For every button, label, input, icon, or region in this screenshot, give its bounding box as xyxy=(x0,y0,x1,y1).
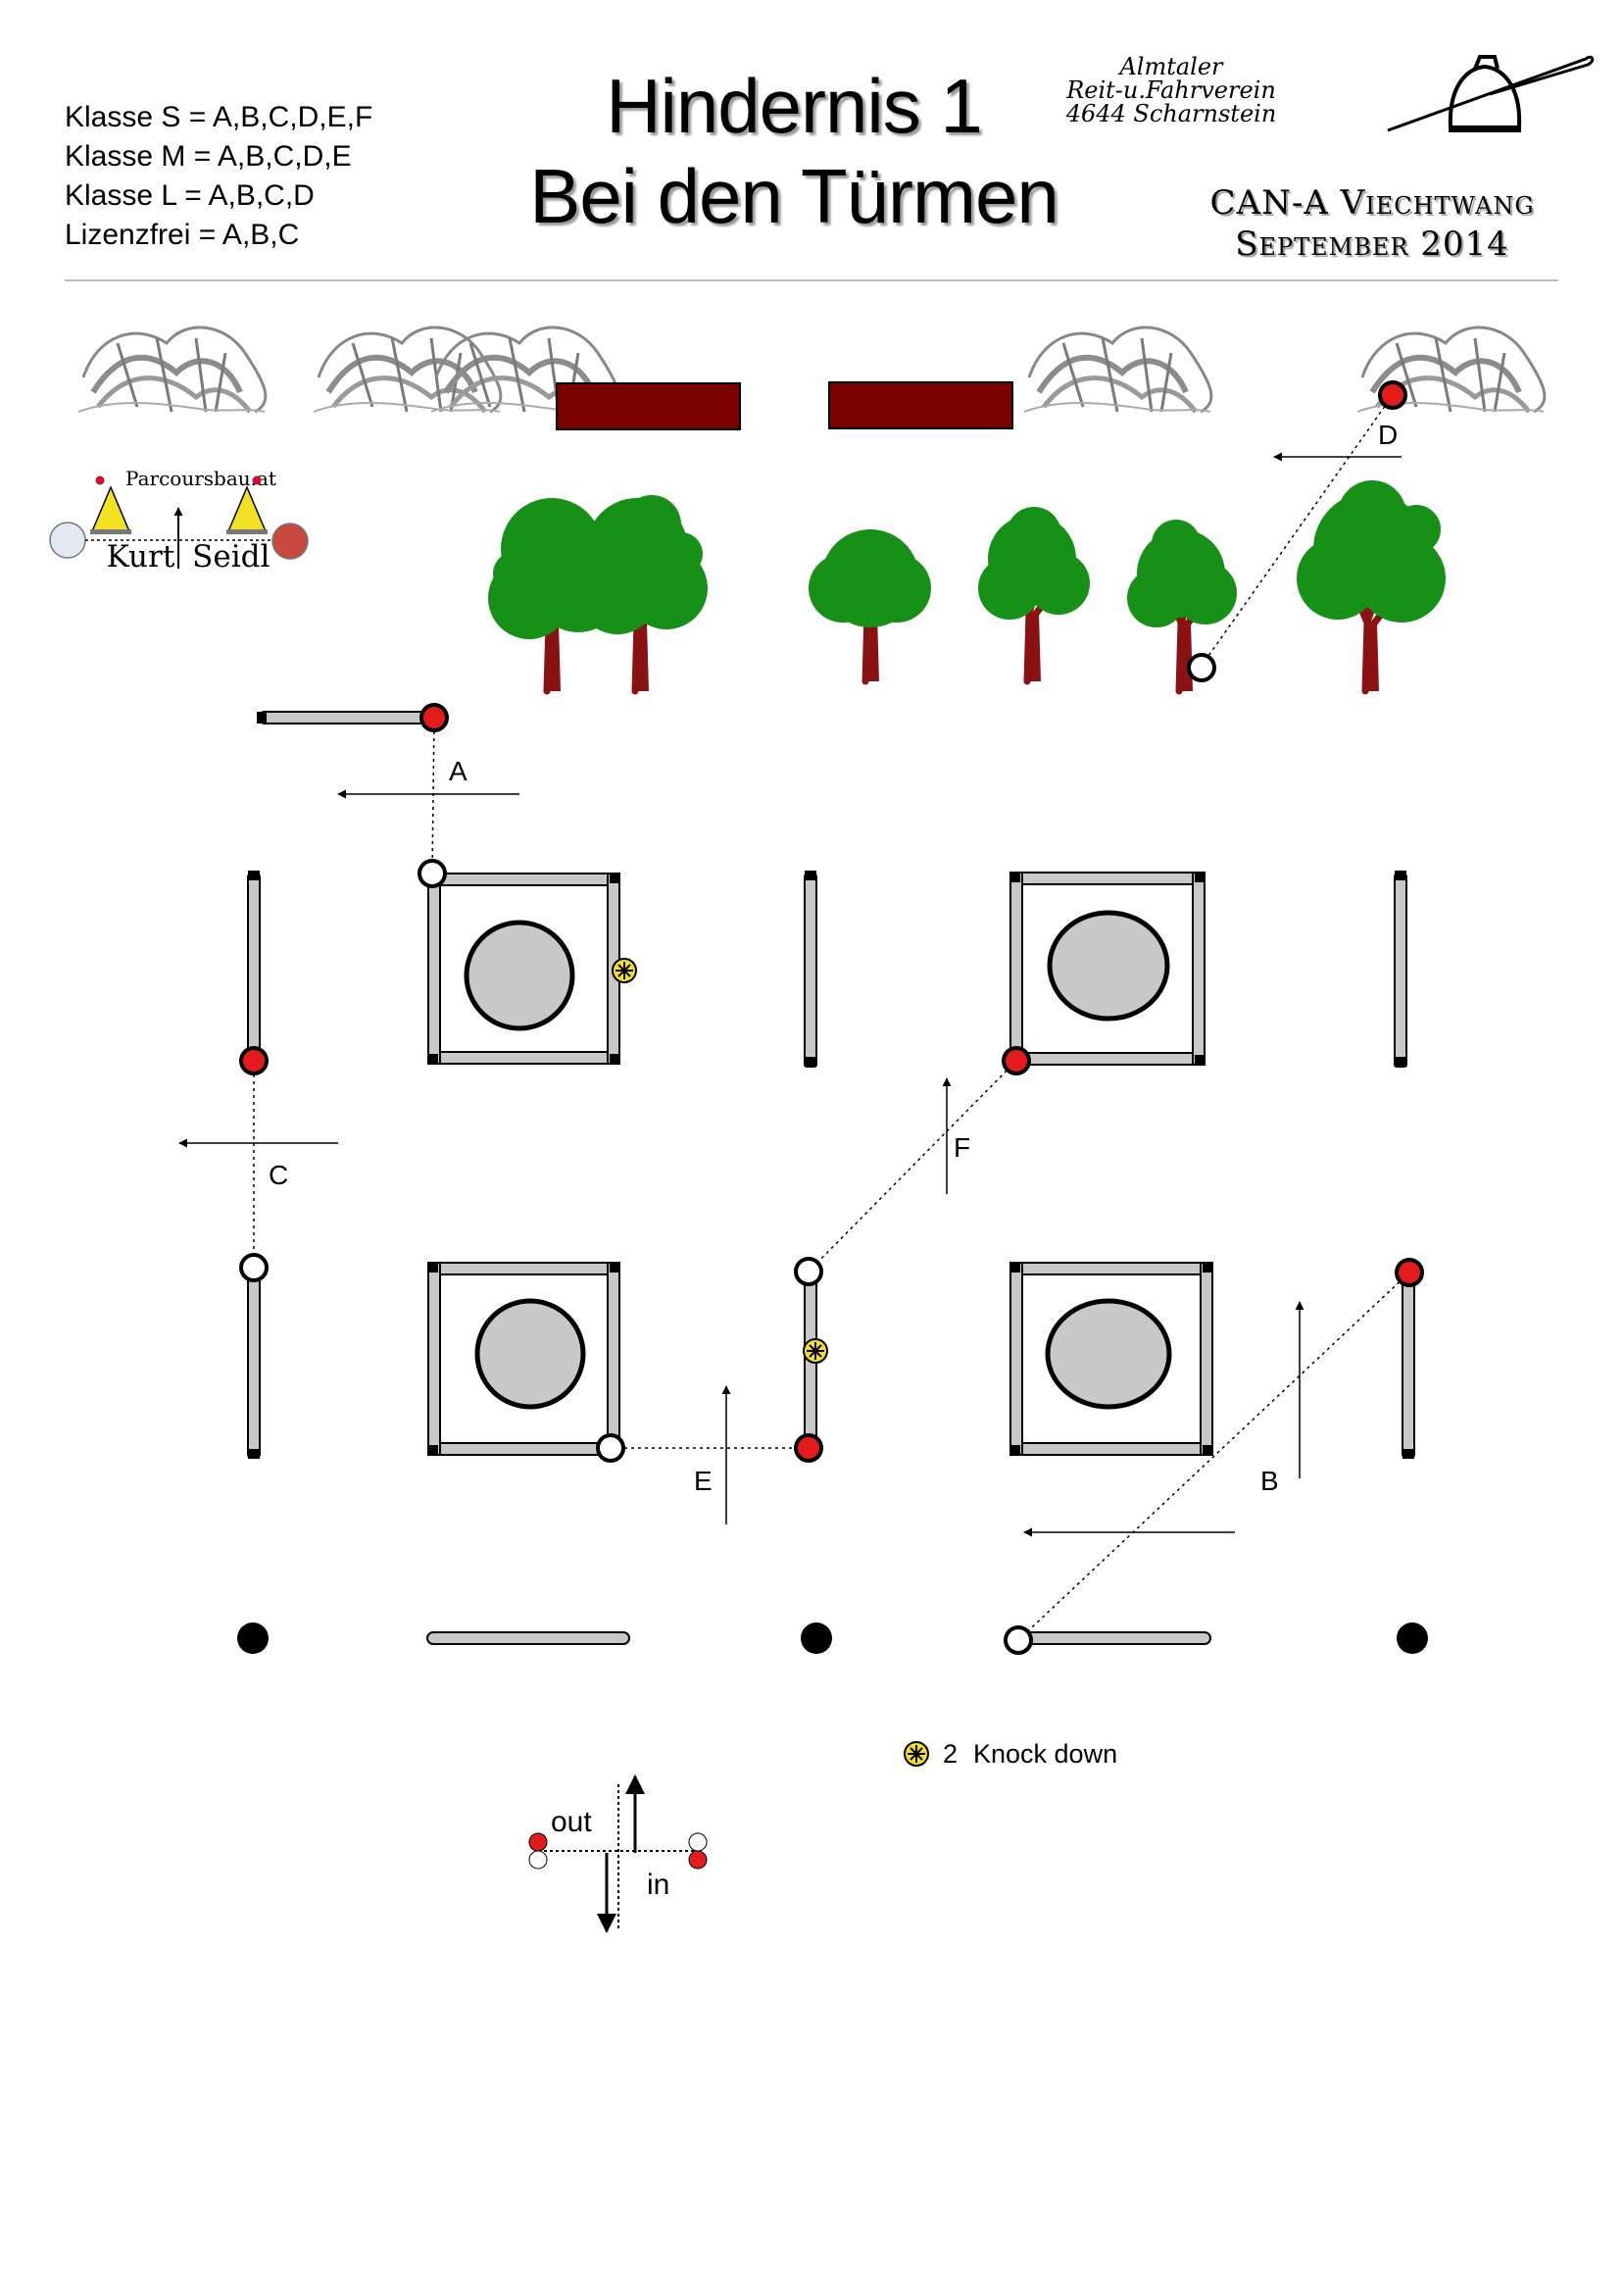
title-line-2: Bei den Türmen xyxy=(529,153,1059,239)
club-line-3: 4644 Scharnstein xyxy=(1065,100,1277,127)
event-name: CAN-A Viechtwang xyxy=(1209,183,1535,223)
wall-block xyxy=(556,382,741,430)
gate-label-f: F xyxy=(954,1132,970,1163)
club-line-2: Reit-u.Fahrverein xyxy=(1066,76,1276,104)
gate-label-b: B xyxy=(1260,1466,1279,1496)
class-lizenzfrei: Lizenzfrei = A,B,C xyxy=(65,219,300,251)
gate-label-e: E xyxy=(694,1466,713,1496)
knockdown-icon xyxy=(612,958,637,983)
knockdown-icon xyxy=(904,1741,929,1767)
tree-icon xyxy=(1127,520,1237,691)
legend-count: 2 xyxy=(943,1739,958,1769)
club-line-1: Almtaler xyxy=(1119,53,1223,80)
sulky-icon xyxy=(1387,55,1595,132)
gate-lines xyxy=(253,394,1410,1641)
red-ball xyxy=(271,523,309,560)
credit-name: Kurt Seidl xyxy=(106,539,271,574)
direction-arrows xyxy=(178,452,1402,1537)
title-line-1: Hindernis 1 xyxy=(606,63,983,149)
tree-icon xyxy=(809,529,931,681)
gate-label-a: A xyxy=(449,756,468,786)
poles xyxy=(247,711,1415,1645)
class-s: Klasse S = A,B,C,D,E,F xyxy=(65,101,373,133)
tree-icon xyxy=(576,495,708,691)
event-info: CAN-A Viechtwang September 2014 xyxy=(1156,182,1588,265)
white-ball xyxy=(49,522,86,559)
class-m: Klasse M = A,B,C,D,E xyxy=(65,140,352,173)
red-markers xyxy=(239,380,1424,1463)
key-out: out xyxy=(551,1806,592,1838)
tower xyxy=(1009,872,1206,1066)
knockdown-icon xyxy=(803,1338,828,1364)
credit-brand: Parcoursbau.at xyxy=(125,467,276,490)
tower xyxy=(427,1262,620,1456)
brush-pile-icon xyxy=(314,327,501,412)
cone-icon xyxy=(226,475,268,534)
cone-icon xyxy=(90,475,131,534)
event-date: September 2014 xyxy=(1235,225,1509,264)
legend: 2 Knock down xyxy=(904,1739,1117,1769)
wall-block xyxy=(828,381,1013,429)
class-l: Klasse L = A,B,C,D xyxy=(65,179,315,212)
key-in: in xyxy=(647,1869,669,1901)
gate-labels: A D C F E B xyxy=(269,420,1398,1496)
gate-label-c: C xyxy=(269,1160,288,1190)
legend-label: Knock down xyxy=(973,1739,1117,1769)
black-posts xyxy=(237,1622,1428,1654)
tree-icon xyxy=(1297,480,1446,691)
brush-pile-icon xyxy=(1024,327,1211,412)
tower xyxy=(427,873,620,1065)
brush-pile-icon xyxy=(78,327,266,412)
club-logo-text: Almtaler Reit-u.Fahrverein 4644 Scharnst… xyxy=(1049,55,1294,125)
white-markers xyxy=(239,653,1216,1655)
tower xyxy=(1009,1262,1213,1456)
page-title: Hindernis 1 Bei den Türmen xyxy=(500,61,1088,241)
tree-icon xyxy=(978,507,1090,681)
direction-key: out in xyxy=(528,1774,708,1933)
class-list: Klasse S = A,B,C,D,E,F Klasse M = A,B,C,… xyxy=(65,98,372,255)
gate-label-d: D xyxy=(1378,420,1398,450)
header-divider xyxy=(65,279,1558,281)
pole-caps xyxy=(248,712,1414,1459)
